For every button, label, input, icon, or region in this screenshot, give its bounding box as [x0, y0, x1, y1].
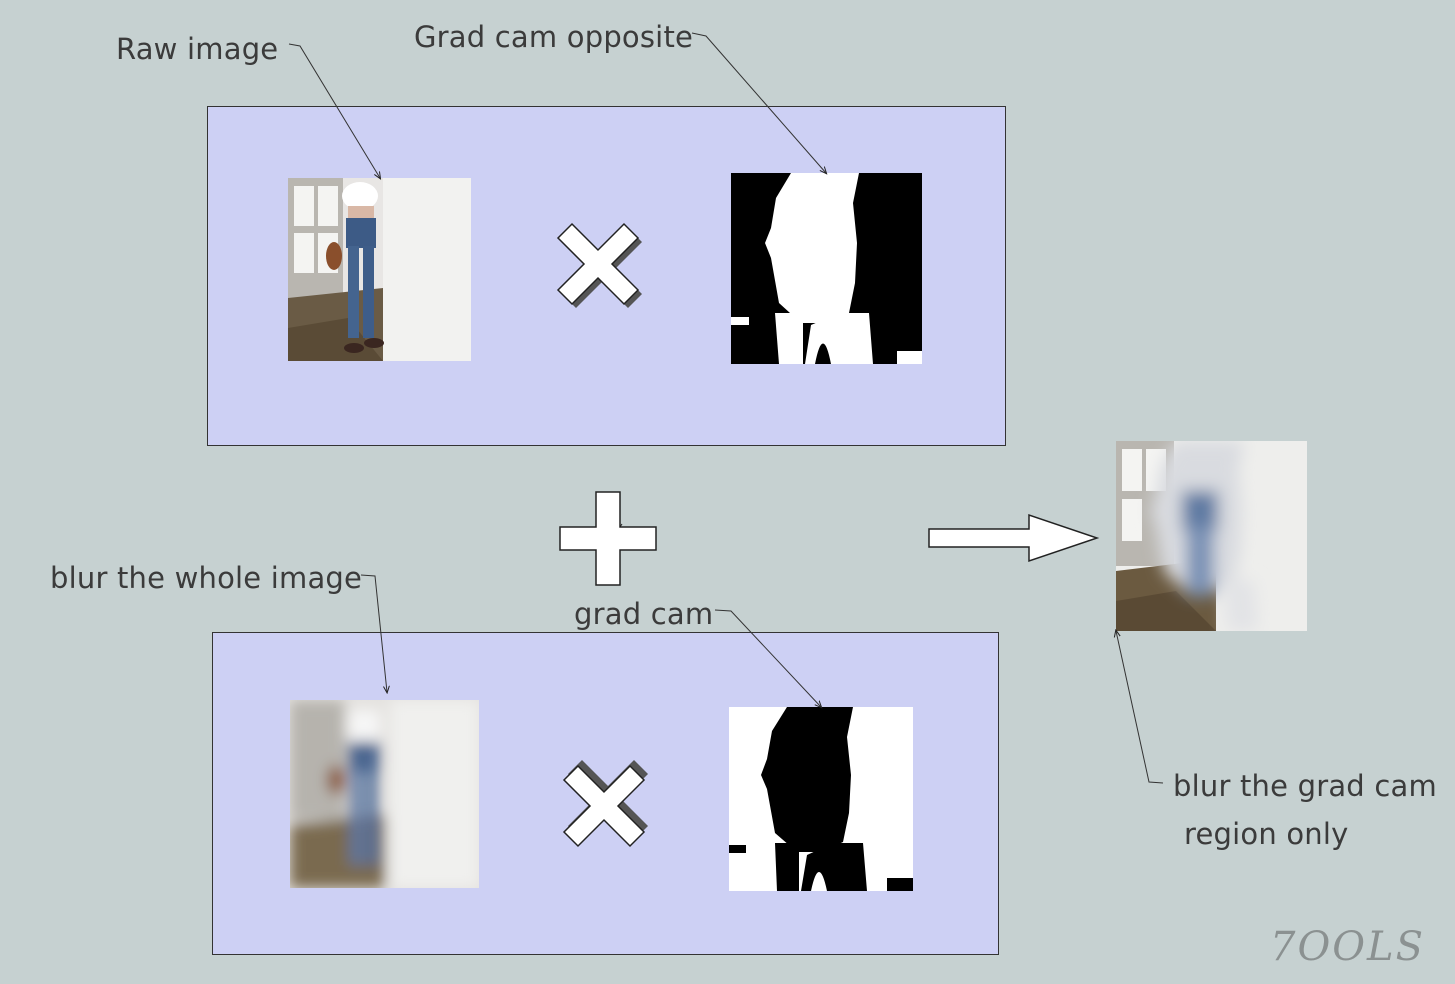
grad-cam-mask — [729, 707, 913, 891]
leader-grad-cam — [714, 609, 821, 707]
watermark-logo: 7OOLS — [1270, 924, 1425, 970]
grad-cam-opposite-mask — [731, 173, 922, 364]
label-grad-cam-opposite: Grad cam opposite — [414, 20, 694, 54]
multiply-icon — [556, 222, 652, 318]
plus-icon — [558, 490, 660, 588]
label-blur-region-line2: region only — [1184, 817, 1349, 851]
label-blur-region-line1: blur the grad cam — [1173, 769, 1437, 803]
arrow-right-icon — [927, 512, 1103, 564]
leader-raw-image — [288, 43, 380, 178]
blurred-whole-image — [290, 700, 479, 888]
label-blur-whole-image: blur the whole image — [50, 561, 363, 595]
leader-blur-region — [1116, 631, 1164, 784]
raw-image — [288, 178, 471, 361]
leader-blur-whole — [360, 574, 387, 692]
multiply-icon — [562, 758, 658, 854]
leader-grad-cam-opposite — [691, 32, 826, 173]
result-image — [1116, 441, 1307, 631]
label-raw-image: Raw image — [116, 32, 279, 66]
label-grad-cam: grad cam — [574, 597, 714, 631]
